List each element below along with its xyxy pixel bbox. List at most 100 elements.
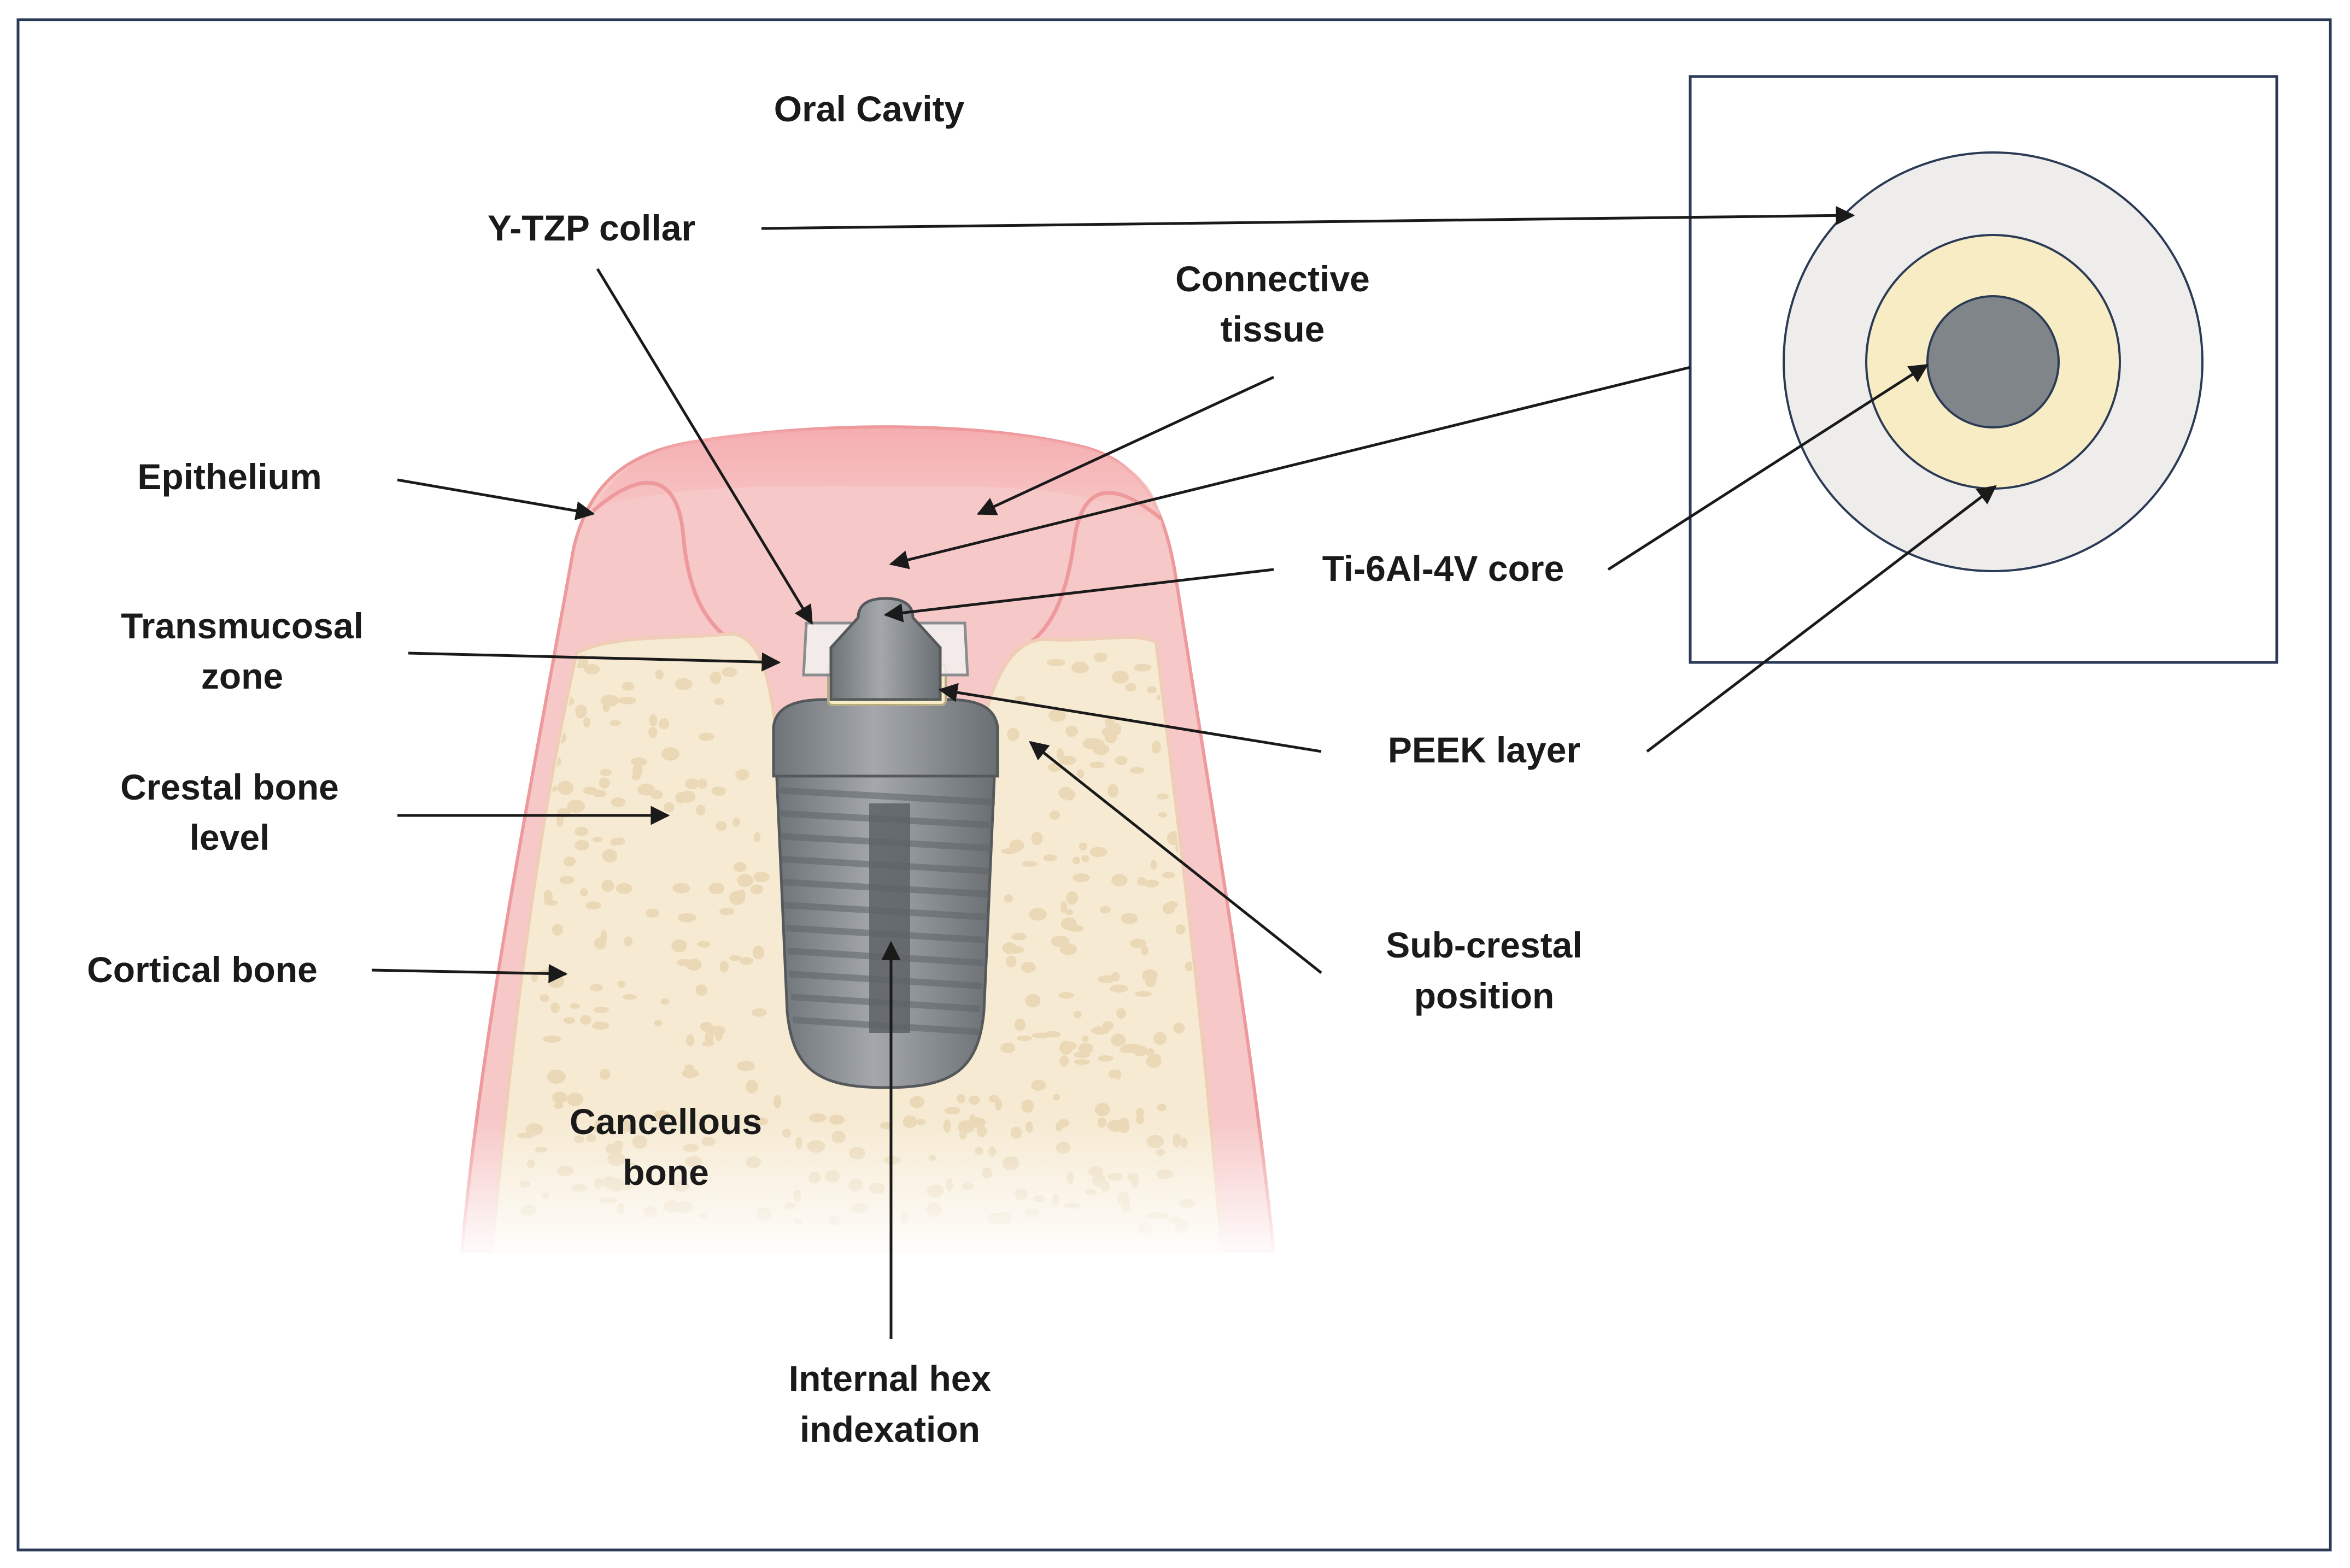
bone-pore xyxy=(685,778,699,790)
bone-pore xyxy=(1000,1042,1015,1053)
bone-pore xyxy=(1094,652,1107,662)
implant-thread xyxy=(776,787,995,806)
bone-pore xyxy=(575,704,587,718)
bone-pore xyxy=(1098,975,1115,983)
bone-pore xyxy=(1053,1094,1060,1101)
bone-pore xyxy=(1162,872,1175,879)
label-oral-cavity: Oral Cavity xyxy=(774,89,965,129)
bone-pore xyxy=(1074,1059,1090,1065)
bone-pore xyxy=(944,1107,961,1114)
bone-pore xyxy=(1071,661,1089,674)
bone-pore xyxy=(716,821,727,831)
bone-pore xyxy=(575,826,589,836)
bone-pore xyxy=(909,1096,925,1108)
bone-pore xyxy=(677,913,696,923)
outer-frame xyxy=(16,18,2332,1552)
bone-pore xyxy=(714,698,724,706)
bone-pore xyxy=(520,729,531,735)
bone-pore xyxy=(648,726,658,738)
bone-pore xyxy=(575,840,590,851)
label-epithelium: Epithelium xyxy=(137,456,321,497)
bone-pore xyxy=(1060,901,1068,913)
bone-pore xyxy=(552,924,563,936)
ti-core-abutment xyxy=(829,597,942,701)
bone-pore xyxy=(1059,1055,1069,1067)
bone-pore xyxy=(1081,855,1089,862)
arrow-ytzp-inset xyxy=(761,205,1855,230)
bone-pore xyxy=(719,961,729,973)
bone-pore xyxy=(1059,786,1073,800)
bone-pore xyxy=(1121,913,1138,924)
bone-pore xyxy=(1067,925,1084,932)
arrow-ytzp-collar xyxy=(596,268,813,625)
bone-pore xyxy=(585,901,601,909)
bone-pore xyxy=(753,832,761,842)
bone-pore xyxy=(722,667,737,677)
bone-pore xyxy=(592,837,603,843)
bone-pore xyxy=(1175,924,1186,935)
bone-pore xyxy=(1073,856,1080,865)
bone-pore xyxy=(649,714,658,727)
label-connective-tissue-2: tissue xyxy=(1221,309,1325,349)
bone-pore xyxy=(700,1022,713,1032)
bone-pore xyxy=(622,994,637,1000)
bone-pore xyxy=(733,862,747,872)
bone-pore xyxy=(1107,784,1119,798)
bone-pore xyxy=(1098,1055,1114,1062)
bone-pore xyxy=(1005,946,1024,954)
bone-pore xyxy=(651,790,663,800)
bone-pore xyxy=(616,883,632,894)
bone-pore xyxy=(1089,761,1105,769)
bone-pore xyxy=(1077,769,1085,778)
bone-pore xyxy=(637,783,655,796)
bone-pore xyxy=(584,664,600,674)
bone-pore xyxy=(563,856,576,867)
bone-pore xyxy=(1072,873,1090,882)
bone-pore xyxy=(1111,671,1129,684)
bone-pore xyxy=(1116,1008,1126,1019)
bone-pore xyxy=(1134,663,1152,672)
bone-pore xyxy=(559,876,575,884)
bone-pore xyxy=(719,907,735,915)
bone-pore xyxy=(1065,725,1078,737)
bone-pore xyxy=(1059,943,1077,955)
bone-pore xyxy=(601,879,614,892)
bone-pore xyxy=(698,732,714,741)
label-sub-crestal-2: position xyxy=(1414,976,1555,1016)
bone-pore xyxy=(737,889,746,899)
label-transmucosal-1: Transmucosal xyxy=(121,606,364,646)
bone-pore xyxy=(1137,877,1146,886)
label-ytzp-collar: Y-TZP collar xyxy=(488,208,695,248)
bone-pore xyxy=(548,975,565,988)
bone-pore xyxy=(594,937,606,950)
bone-pore xyxy=(1111,874,1128,886)
bone-pore xyxy=(611,838,618,846)
label-internal-hex-1: Internal hex xyxy=(789,1358,992,1399)
bone-pore xyxy=(618,697,637,704)
arrow-peek-inset xyxy=(1646,485,1997,753)
leader-arrows xyxy=(371,205,1997,1339)
bone-pore xyxy=(663,802,675,813)
bone-pore xyxy=(1162,903,1175,914)
bone-pore xyxy=(1185,961,1193,972)
bone-pore xyxy=(1009,839,1024,851)
bone-pore xyxy=(1025,994,1041,1008)
label-cancellous-1: Cancellous xyxy=(570,1101,762,1142)
bone-pore xyxy=(1029,908,1047,921)
bone-pore xyxy=(671,939,687,953)
bone-pore xyxy=(543,890,553,904)
label-ti-core: Ti-6Al-4V core xyxy=(1322,548,1564,589)
bone-pore xyxy=(968,1095,980,1105)
bottom-fade xyxy=(448,1120,1290,1262)
bone-pore xyxy=(957,1094,965,1103)
bone-pore xyxy=(583,717,590,728)
arrow-transmucosal xyxy=(408,651,781,672)
bone-pore xyxy=(547,1070,566,1084)
gingiva-top xyxy=(596,428,1162,525)
bone-pore xyxy=(697,941,711,948)
arrow-connective-tissue xyxy=(976,375,1275,515)
label-internal-hex-2: indexation xyxy=(800,1409,980,1449)
bone-pore xyxy=(708,883,725,894)
bone-pore xyxy=(809,1113,827,1123)
